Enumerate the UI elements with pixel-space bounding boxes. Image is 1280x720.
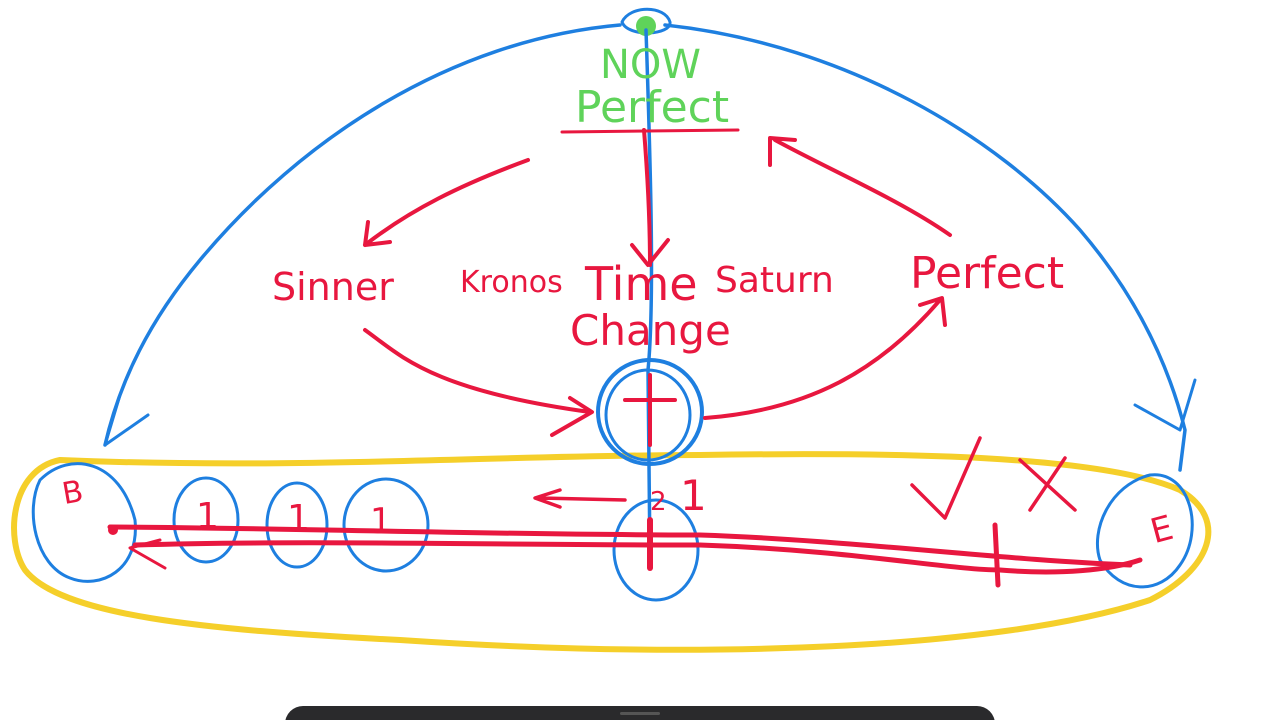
arrow-cross-to-perfect [703,296,947,420]
arrow-perfect-to-top [768,136,952,237]
marker-scribble [992,522,1001,588]
check-icon [910,436,982,520]
timeline-upper [107,524,1133,568]
x-mark-icon [1018,456,1077,512]
label-kronos: Kronos [460,265,563,300]
label-top-perfect: Perfect [575,82,729,133]
home-indicator[interactable] [620,712,660,715]
cross-icon [623,373,677,447]
mark-circle-2 [265,481,329,569]
top-node [620,7,672,35]
mark-1a: 1 [196,496,219,537]
yellow-timeline-oval [11,451,1212,653]
now-point-circle [612,498,700,602]
blue-arc-right [663,23,1187,472]
label-saturn: Saturn [715,260,834,301]
arrow-down-to-time [630,128,670,267]
cross-circle [596,358,704,466]
arrow-sinner-to-cross [363,328,594,437]
label-change: Change [570,306,731,355]
label-end: E [1146,508,1177,552]
mark-1c: 1 [370,501,392,541]
begin-dot [108,525,118,535]
mark-1b: 1 [287,498,310,539]
arrow-to-sinner [363,158,530,247]
timeline-lower [132,540,1143,575]
end-circle [1095,473,1194,589]
begin-circle [31,462,137,583]
label-sinner: Sinner [272,265,394,309]
mark-circle-1 [172,476,240,564]
top-underline [560,128,740,134]
label-time: Time [584,257,698,311]
back-arrow [533,488,627,509]
now-dot [636,16,656,36]
mark-1d: 1 [680,471,707,520]
label-right-perfect: Perfect [910,248,1064,299]
mark-circle-3 [342,477,430,573]
cross-circle-inner [604,368,692,462]
blue-arc-left [103,23,622,447]
label-begin: B [60,474,86,512]
small-arrow-begin [128,538,167,570]
label-now: NOW [600,42,701,88]
mark-2: 2 [650,487,667,517]
blue-arrowhead-left [103,393,150,447]
blue-arrowhead-right [1133,378,1197,432]
